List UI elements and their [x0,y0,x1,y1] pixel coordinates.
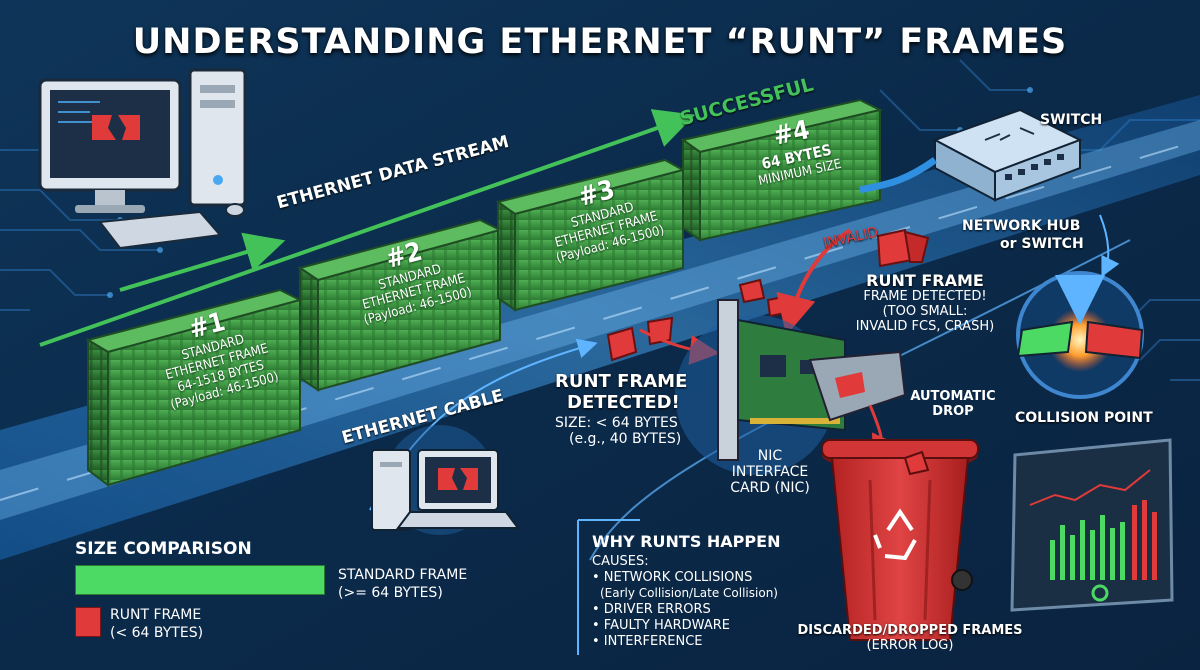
runt-frame-box-title: RUNT FRAME [866,271,984,290]
network-switch-icon [859,108,1083,202]
nic-label: NIC INTERFACE CARD (NIC) [730,448,810,497]
switch-label: SWITCH [1040,112,1103,128]
size-comparison-title: SIZE COMPARISON [75,539,252,559]
runt-frame-label: RUNT FRAME [110,607,202,623]
cause-item: (Early Collision/Late Collision) [600,586,778,600]
runt-frame-box: RUNT FRAME FRAME DETECTED! (TOO SMALL: I… [830,271,1020,335]
runt-frame-bar [75,607,101,637]
standard-frame-label: STANDARD FRAME [338,567,468,583]
standard-frame-bar [75,565,325,595]
page-title: UNDERSTANDING ETHERNET “RUNT” FRAMES [132,22,1068,62]
auto-drop-label: AUTOMATIC DROP [910,389,996,419]
discarded-label: DISCARDED/DROPPED FRAMES (ERROR LOG) [797,623,1023,653]
error-log-monitor-icon [1010,438,1174,612]
nic-card-icon [675,299,907,475]
cause-item: • INTERFERENCE [592,634,703,649]
container-2-shape [297,218,503,392]
recycle-bin-icon [821,439,979,641]
collision-icon [1016,214,1144,399]
why-runts-title: WHY RUNTS HAPPEN [592,532,781,551]
hub-label-1: NETWORK HUB [962,218,1081,234]
container-3-shape [495,158,686,312]
runt-fragments [606,228,930,365]
hub-label-2: or SWITCH [1000,236,1084,252]
container-4-shape [680,98,883,242]
laptop-icon [371,425,520,535]
cause-item: • NETWORK COLLISIONS [592,570,753,585]
causes-label: CAUSES: [592,554,649,569]
runt-frame-sub: (< 64 BYTES) [110,625,204,641]
runt-detected-block: RUNT FRAME DETECTED! SIZE: < 64 BYTES (e… [555,371,688,448]
collision-point-label: COLLISION POINT [1015,410,1153,426]
cause-item: • DRIVER ERRORS [592,602,711,617]
desktop-computer-icon [38,68,247,250]
standard-frame-sub: (>= 64 BYTES) [338,585,443,601]
container-1-shape [85,288,303,487]
cause-item: • FAULTY HARDWARE [592,618,730,633]
